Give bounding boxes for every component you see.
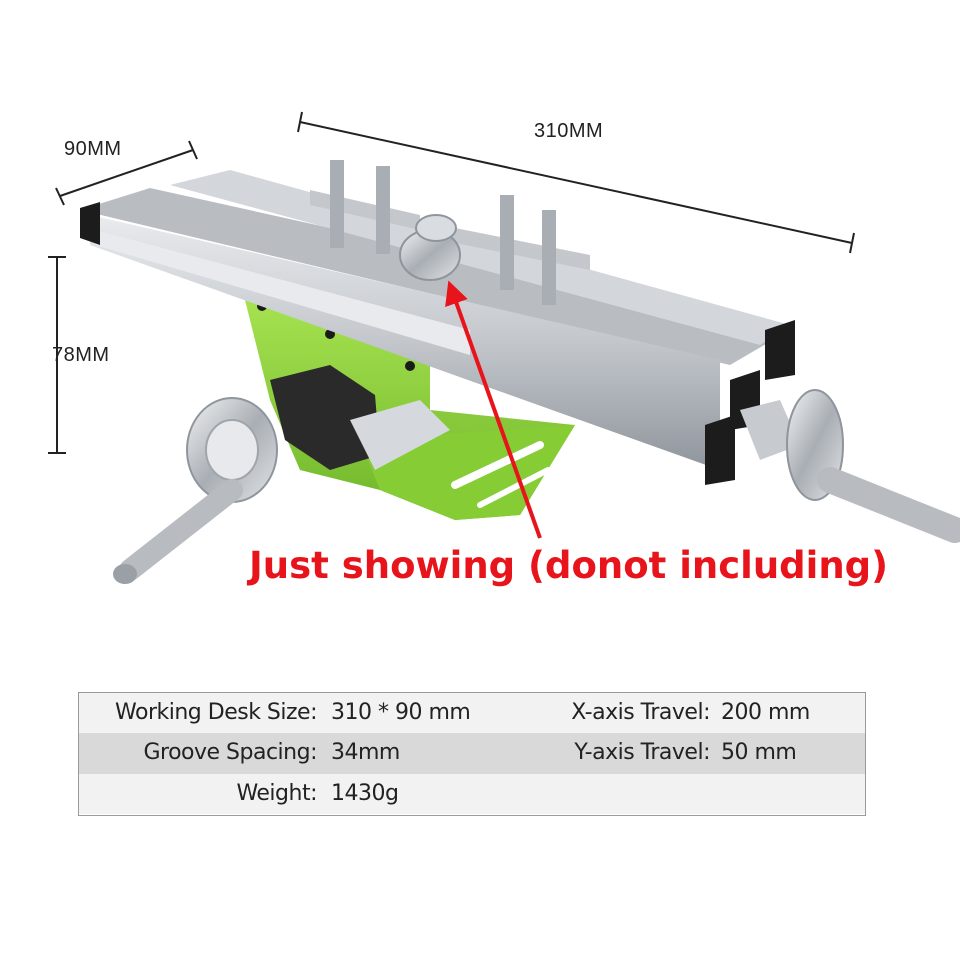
spec-table: Working Desk Size: 310 * 90 mm X-axis Tr… bbox=[78, 692, 866, 816]
spec-label: Working Desk Size: bbox=[115, 700, 317, 725]
spec-value: 200 mm bbox=[721, 700, 810, 725]
spec-label: Y-axis Travel: bbox=[574, 740, 710, 765]
y-axis-carriage bbox=[113, 365, 450, 584]
spec-row: Weight: 1430g bbox=[79, 774, 865, 814]
spec-value: 310 * 90 mm bbox=[331, 700, 471, 725]
spec-row: Groove Spacing: 34mm Y-axis Travel: 50 m… bbox=[79, 733, 865, 775]
x-axis-handwheel bbox=[740, 389, 960, 543]
dimension-line-length bbox=[297, 111, 855, 254]
spec-row: Working Desk Size: 310 * 90 mm X-axis Tr… bbox=[79, 693, 865, 734]
spec-label: Weight: bbox=[236, 781, 317, 806]
width-dimension-label: 90MM bbox=[64, 138, 122, 160]
annotation-arrow bbox=[445, 280, 542, 539]
dimension-line-width bbox=[55, 140, 198, 206]
height-dimension-label: 78MM bbox=[52, 344, 110, 366]
length-dimension-label: 310MM bbox=[534, 120, 604, 142]
dimension-line-height bbox=[48, 256, 66, 454]
spec-label: X-axis Travel: bbox=[571, 700, 710, 725]
spec-value: 50 mm bbox=[721, 740, 797, 765]
annotation-text: Just showing (donot including) bbox=[249, 544, 889, 587]
spec-value: 34mm bbox=[331, 740, 400, 765]
spec-value: 1430g bbox=[331, 781, 399, 806]
clamp-kit bbox=[310, 160, 590, 305]
spec-label: Groove Spacing: bbox=[143, 740, 317, 765]
